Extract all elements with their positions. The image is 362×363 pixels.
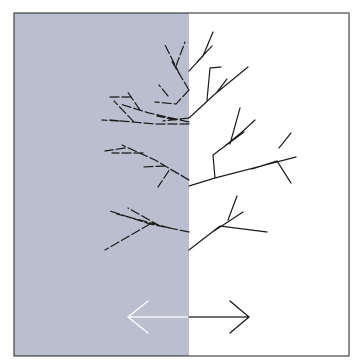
dashed-tree-branches-icon xyxy=(101,41,190,251)
solid-tree-branches-icon xyxy=(188,31,297,251)
arrow-right-head xyxy=(229,300,250,334)
arrow-left-head xyxy=(127,300,149,334)
double-arrow-divider-icon[interactable] xyxy=(127,300,250,334)
right-panel xyxy=(189,13,349,356)
panel-border xyxy=(13,12,350,357)
left-panel xyxy=(14,13,189,356)
